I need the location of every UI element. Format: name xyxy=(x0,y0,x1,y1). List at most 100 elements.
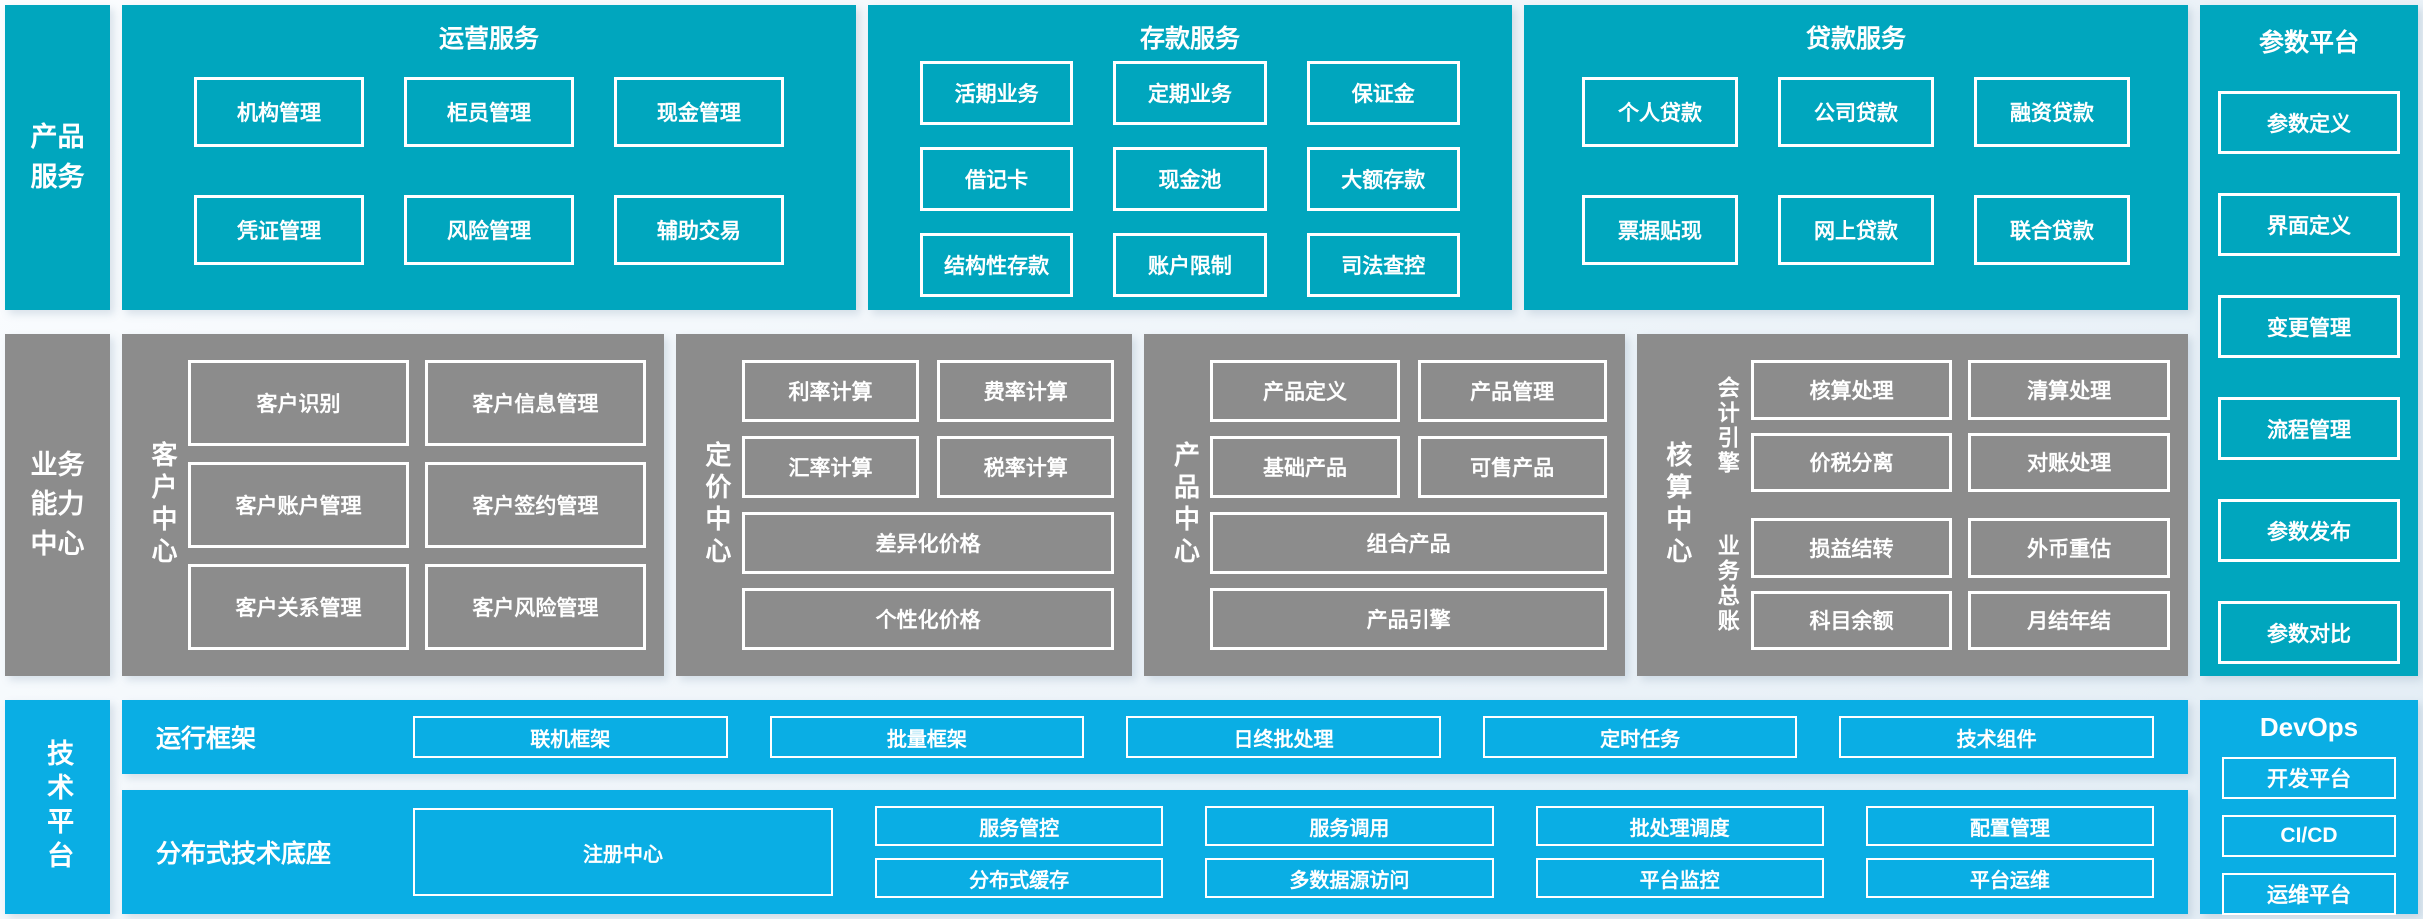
loan-box: 个人贷款 xyxy=(1581,76,1738,147)
pricing-box: 利率计算 xyxy=(741,360,920,422)
rail-product-services: 产品 服务 xyxy=(5,5,110,310)
distributed-box: 批处理调度 xyxy=(1535,806,1824,846)
rail-tech-platform: 技术平台 xyxy=(5,700,110,914)
accounting-box: 损益结转 xyxy=(1750,518,1953,578)
panel-product-center: 产品中心 产品定义 产品管理 基础产品 可售产品 组合产品 产品引擎 xyxy=(1144,334,1625,676)
panel-customer-center: 客户中心 客户识别 客户信息管理 客户账户管理 客户签约管理 客户关系管理 客户… xyxy=(122,334,664,676)
parameter-box: 参数发布 xyxy=(2218,499,2400,562)
strip-distributed-base: 分布式技术底座 注册中心 服务管控 分布式缓存 服务调用 多数据源访问 批处理调… xyxy=(122,790,2188,914)
panel-pricing-center: 定价中心 利率计算 费率计算 汇率计算 税率计算 差异化价格 个性化价格 xyxy=(675,334,1133,676)
accounting-group-engine: 会计引擎 核算处理 清算处理 价税分离 对账处理 xyxy=(1703,360,2170,492)
runtime-box: 技术组件 xyxy=(1839,716,2154,758)
operations-rows: 机构管理 柜员管理 现金管理 凭证管理 风险管理 辅助交易 xyxy=(122,61,856,280)
tech-platform-label: 技术平台 xyxy=(43,739,74,875)
customer-grid: 客户识别 客户信息管理 客户账户管理 客户签约管理 客户关系管理 客户风险管理 xyxy=(188,360,646,650)
panel-loan: 贷款服务 个人贷款 公司贷款 融资贷款 票据贴现 网上贷款 联合贷款 xyxy=(1523,5,2188,310)
product-box: 产品定义 xyxy=(1210,360,1400,422)
operations-box: 辅助交易 xyxy=(613,194,784,265)
customer-box: 客户信息管理 xyxy=(424,360,646,446)
deposit-box: 大额存款 xyxy=(1306,147,1460,211)
operations-box: 凭证管理 xyxy=(194,194,364,265)
deposit-box: 现金池 xyxy=(1113,147,1267,211)
panel-devops: DevOps 开发平台 CI/CD 运维平台 xyxy=(2200,700,2418,915)
accounting-box: 月结年结 xyxy=(1968,590,2170,650)
devops-stack: 开发平台 CI/CD 运维平台 xyxy=(2222,757,2396,915)
customer-box: 客户账户管理 xyxy=(188,462,409,548)
accounting-group-ledger: 业务总账 损益结转 外币重估 科目余额 月结年结 xyxy=(1703,518,2170,650)
parameter-stack: 参数定义 界面定义 变更管理 流程管理 参数发布 参数对比 xyxy=(2218,91,2400,664)
customer-box: 客户签约管理 xyxy=(424,462,646,548)
customer-box: 客户关系管理 xyxy=(188,564,409,650)
business-ledger-grid: 损益结转 外币重估 科目余额 月结年结 xyxy=(1750,518,2170,650)
deposit-box: 保证金 xyxy=(1306,61,1460,125)
loan-box: 票据贴现 xyxy=(1581,194,1738,265)
parameter-box: 参数定义 xyxy=(2218,91,2400,154)
distributed-box: 服务调用 xyxy=(1205,806,1494,846)
accounting-box: 价税分离 xyxy=(1750,432,1953,492)
distributed-box: 服务管控 xyxy=(875,806,1164,846)
distributed-base-label: 分布式技术底座 xyxy=(156,840,332,868)
tech-platform-band: 运行框架 联机框架 批量框架 日终批处理 定时任务 技术组件 分布式技术底座 注… xyxy=(122,700,2188,914)
pricing-box: 汇率计算 xyxy=(741,436,920,498)
panel-operations: 运营服务 机构管理 柜员管理 现金管理 凭证管理 风险管理 辅助交易 xyxy=(122,5,856,310)
operations-box: 柜员管理 xyxy=(403,76,574,147)
distributed-column: 服务管控 分布式缓存 xyxy=(875,806,1164,898)
parameter-box: 变更管理 xyxy=(2218,295,2400,358)
panel-parameter-platform: 参数平台 参数定义 界面定义 变更管理 流程管理 参数发布 参数对比 xyxy=(2200,5,2418,676)
loan-title: 贷款服务 xyxy=(1805,25,1906,53)
deposit-box: 活期业务 xyxy=(919,61,1074,125)
runtime-framework-label: 运行框架 xyxy=(156,725,257,753)
loan-box: 网上贷款 xyxy=(1777,194,1934,265)
parameter-title: 参数平台 xyxy=(2258,29,2359,57)
registry-center-box: 注册中心 xyxy=(413,808,833,896)
loan-box: 联合贷款 xyxy=(1974,194,2131,265)
devops-title: DevOps xyxy=(2259,712,2359,742)
product-box: 产品管理 xyxy=(1417,360,1607,422)
product-box: 可售产品 xyxy=(1417,436,1607,498)
runtime-box: 定时任务 xyxy=(1482,716,1798,758)
pricing-box: 税率计算 xyxy=(937,436,1115,498)
accounting-center-label: 核算中心 xyxy=(1662,441,1693,569)
loan-box: 融资贷款 xyxy=(1974,76,2131,147)
devops-box: 运维平台 xyxy=(2222,873,2396,915)
customer-box: 客户风险管理 xyxy=(424,564,646,650)
strip-runtime-framework: 运行框架 联机框架 批量框架 日终批处理 定时任务 技术组件 xyxy=(122,700,2188,774)
loan-box: 公司贷款 xyxy=(1777,76,1934,147)
customer-center-label: 客户中心 xyxy=(148,441,178,569)
accounting-box: 科目余额 xyxy=(1750,590,1953,650)
distributed-column: 配置管理 平台运维 xyxy=(1865,806,2154,898)
product-box-wide: 组合产品 xyxy=(1210,512,1607,574)
distributed-column: 批处理调度 平台监控 xyxy=(1535,806,1824,898)
deposit-box: 司法查控 xyxy=(1306,233,1460,297)
operations-box: 现金管理 xyxy=(613,76,784,147)
customer-box: 客户识别 xyxy=(188,360,409,446)
pricing-center-label: 定价中心 xyxy=(701,441,732,569)
runtime-box: 批量框架 xyxy=(769,716,1085,758)
deposit-box: 结构性存款 xyxy=(919,233,1074,297)
operations-box: 机构管理 xyxy=(194,76,364,147)
devops-box: CI/CD xyxy=(2222,815,2396,857)
devops-box: 开发平台 xyxy=(2222,757,2396,799)
deposit-box: 借记卡 xyxy=(919,147,1074,211)
distributed-box: 平台运维 xyxy=(1865,858,2154,898)
panel-accounting-center: 核算中心 会计引擎 核算处理 清算处理 价税分离 对账处理 业务总账 损益结转 … xyxy=(1636,334,2188,676)
accounting-engine-grid: 核算处理 清算处理 价税分离 对账处理 xyxy=(1750,360,2170,492)
accounting-box: 核算处理 xyxy=(1750,360,1953,420)
runtime-box: 联机框架 xyxy=(413,716,728,758)
parameter-box: 流程管理 xyxy=(2218,397,2400,460)
pricing-grid: 利率计算 费率计算 汇率计算 税率计算 差异化价格 个性化价格 xyxy=(741,360,1115,650)
runtime-box: 日终批处理 xyxy=(1126,716,1441,758)
deposit-title: 存款服务 xyxy=(1139,25,1240,53)
accounting-box: 对账处理 xyxy=(1968,432,2170,492)
distributed-box: 分布式缓存 xyxy=(875,858,1164,898)
accounting-box: 外币重估 xyxy=(1968,518,2170,578)
operations-box: 风险管理 xyxy=(403,194,574,265)
operations-title: 运营服务 xyxy=(438,25,539,53)
panel-deposit: 存款服务 活期业务 定期业务 保证金 借记卡 现金池 大额存款 结构性存款 账户… xyxy=(867,5,1512,310)
deposit-box: 账户限制 xyxy=(1113,233,1267,297)
product-center-label: 产品中心 xyxy=(1170,441,1201,569)
pricing-box-wide: 个性化价格 xyxy=(741,588,1115,650)
deposit-box: 定期业务 xyxy=(1113,61,1267,125)
accounting-box: 清算处理 xyxy=(1968,360,2170,420)
